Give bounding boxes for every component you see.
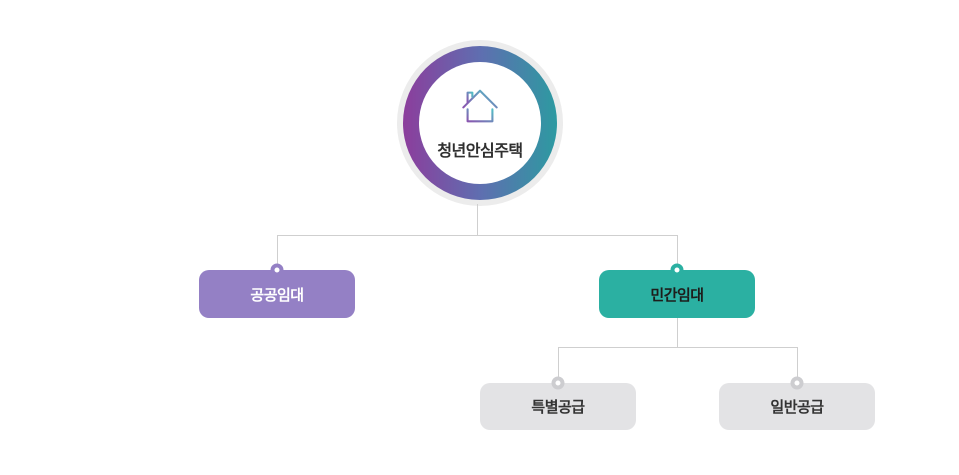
connector-special-stub <box>558 347 559 377</box>
node-private-rental: 민간임대 <box>599 270 755 318</box>
connector-root-vertical <box>477 204 478 235</box>
node-public-rental-label: 공공임대 <box>250 286 304 304</box>
root-node: 청년안심주택 <box>419 62 541 184</box>
connector-private-stub <box>677 235 678 264</box>
connector-dot-private <box>670 263 684 277</box>
node-general-supply-label: 일반공급 <box>770 399 824 416</box>
connector-level1-horizontal <box>277 235 678 236</box>
connector-public-stub <box>277 235 278 264</box>
connector-dot-special <box>551 376 565 390</box>
node-private-rental-label: 민간임대 <box>650 286 704 304</box>
connector-dot-public <box>270 263 284 277</box>
root-node-label: 청년안심주택 <box>437 143 523 160</box>
node-special-supply-label: 특별공급 <box>531 399 585 416</box>
node-special-supply: 특별공급 <box>480 383 636 430</box>
node-general-supply: 일반공급 <box>719 383 875 430</box>
connector-dot-general <box>790 376 804 390</box>
node-public-rental: 공공임대 <box>199 270 355 318</box>
house-icon <box>457 85 503 132</box>
root-node-halo: 청년안심주택 <box>397 40 563 206</box>
connector-private-vertical <box>677 318 678 347</box>
connector-general-stub <box>797 347 798 377</box>
connector-level2-horizontal <box>558 347 798 348</box>
root-node-ring: 청년안심주택 <box>403 46 557 200</box>
